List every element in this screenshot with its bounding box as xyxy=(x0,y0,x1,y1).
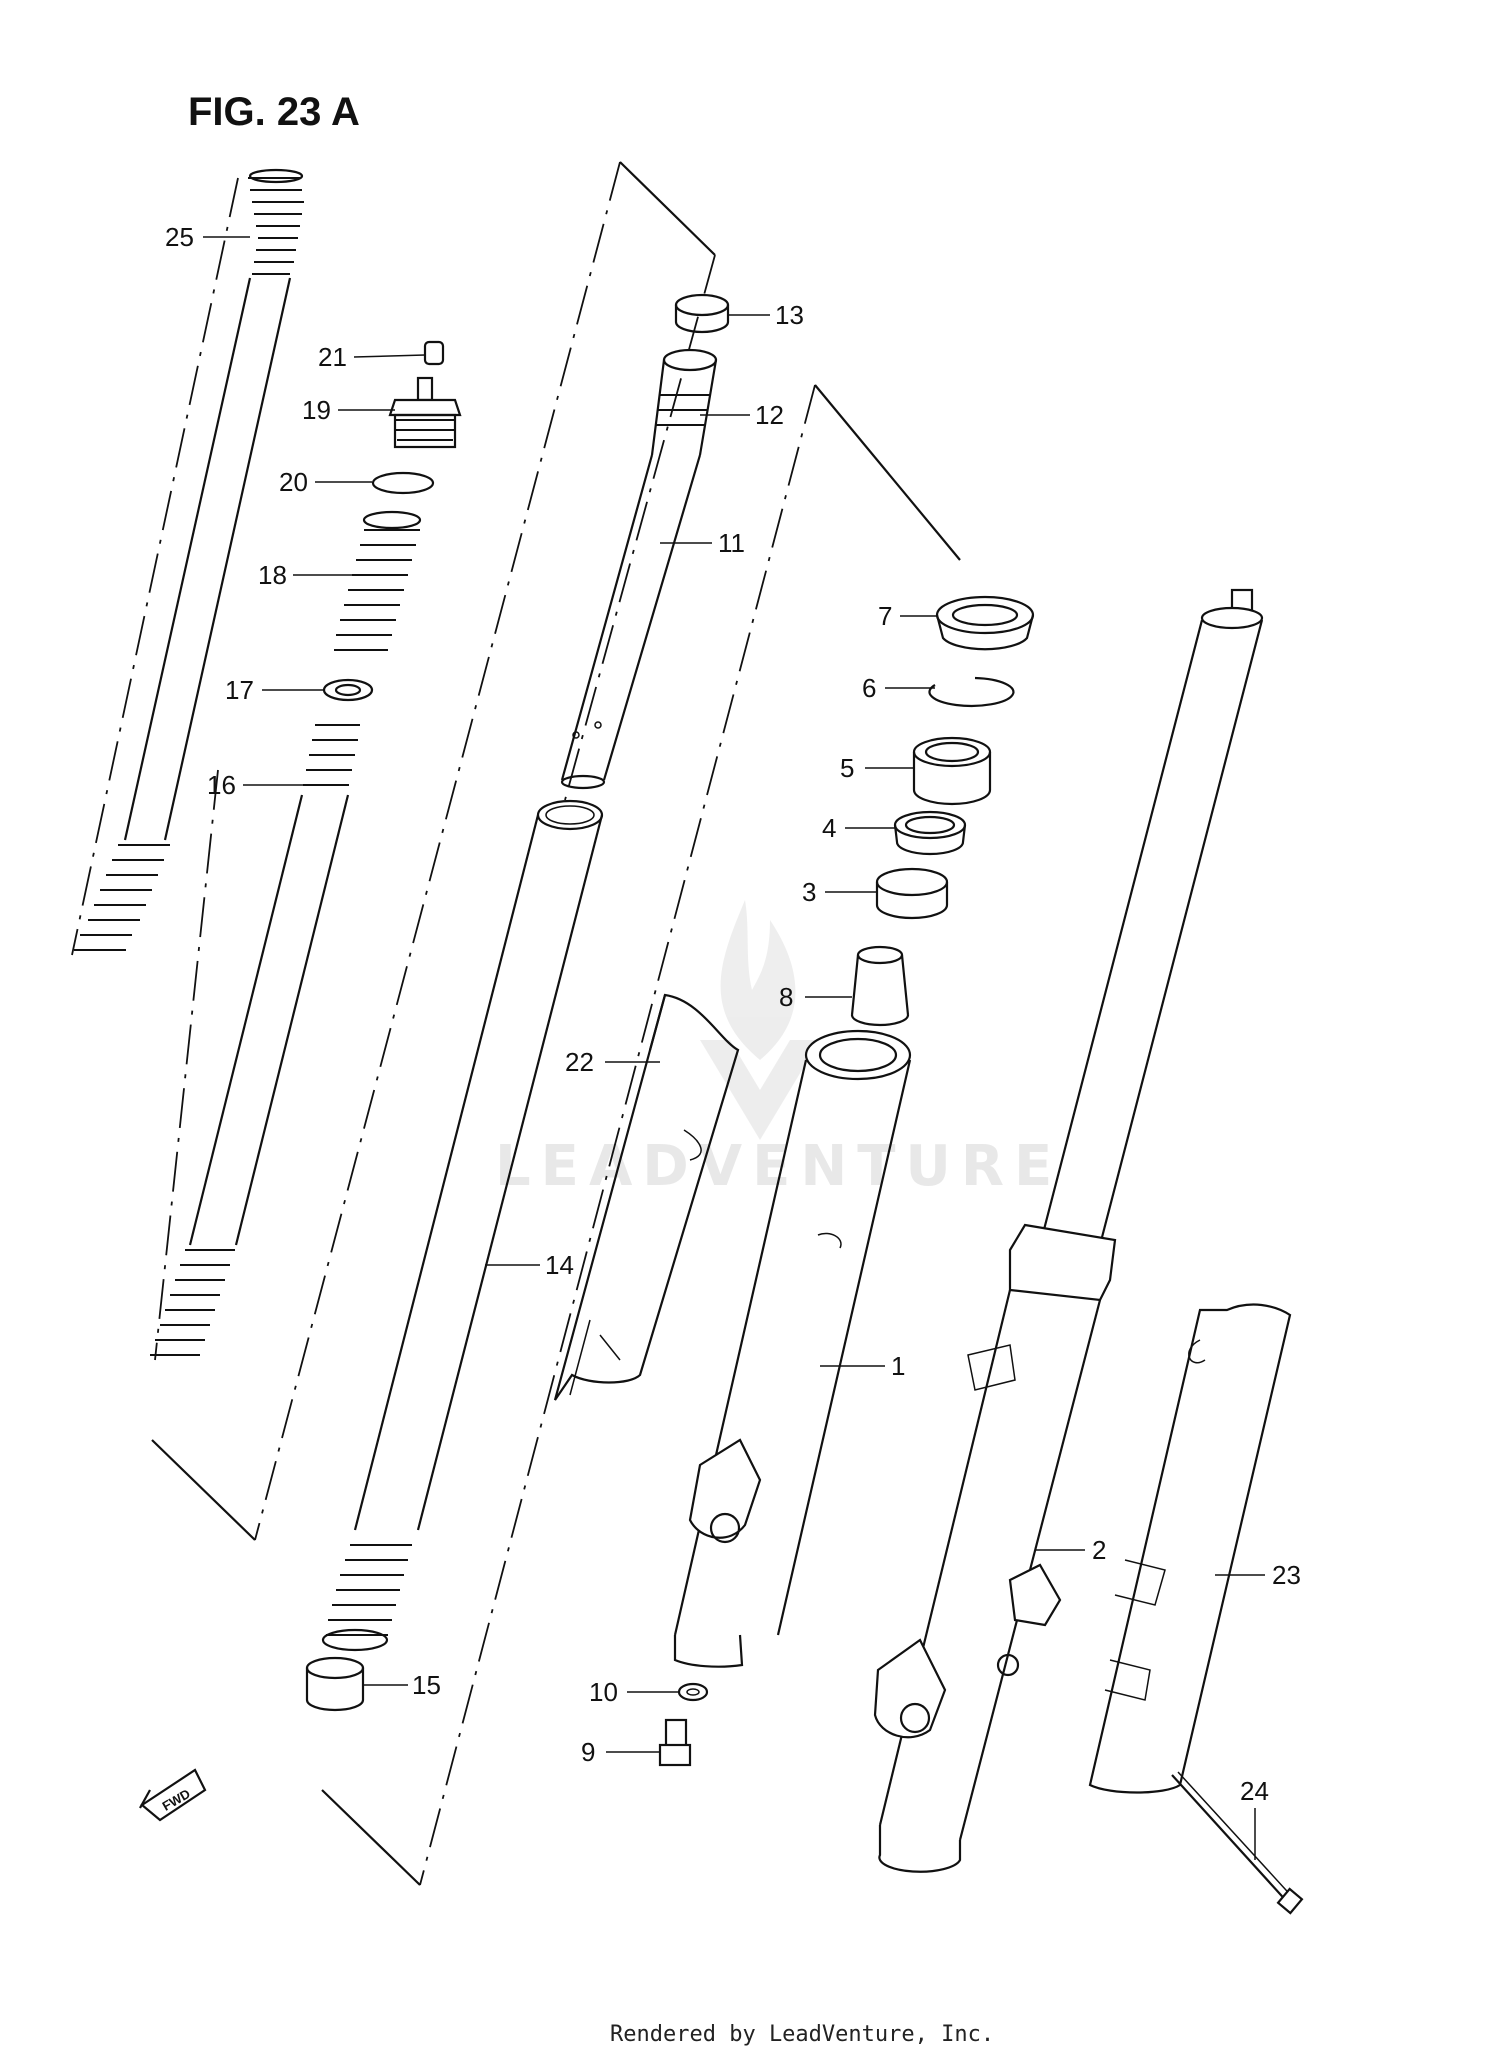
callout-17: 17 xyxy=(225,675,254,705)
oil-lock-piece-part-8 xyxy=(850,945,910,1027)
spring-part-18 xyxy=(334,510,422,651)
valve-cap-part-21 xyxy=(423,340,445,366)
fork-assembly-part-2 xyxy=(873,588,1264,1873)
callout-20: 20 xyxy=(279,467,308,497)
callout-labels: 25 21 19 20 18 17 16 13 12 11 7 6 5 4 3 … xyxy=(165,222,1301,1806)
washer-part-4 xyxy=(893,810,967,856)
callout-5: 5 xyxy=(840,753,854,783)
callout-22: 22 xyxy=(565,1047,594,1077)
bushing-part-3 xyxy=(875,867,949,920)
callout-21: 21 xyxy=(318,342,347,372)
fork-guard-left-part-22 xyxy=(553,993,740,1401)
callout-15: 15 xyxy=(412,1670,441,1700)
washer-part-17 xyxy=(322,678,374,702)
circlip-part-6 xyxy=(928,676,1015,708)
dust-seal-part-7 xyxy=(935,595,1035,651)
callout-7: 7 xyxy=(878,601,892,631)
ring-part-13 xyxy=(674,293,730,334)
callout-14: 14 xyxy=(545,1250,574,1280)
fork-spring-part-25 xyxy=(74,168,304,951)
callout-9: 9 xyxy=(581,1737,595,1767)
callout-23: 23 xyxy=(1272,1560,1301,1590)
callout-6: 6 xyxy=(862,673,876,703)
o-ring-part-20 xyxy=(371,471,435,495)
damper-rod-part-11-12 xyxy=(560,348,718,790)
callout-10: 10 xyxy=(589,1677,618,1707)
callout-8: 8 xyxy=(779,982,793,1012)
leader-lines xyxy=(203,236,1265,1860)
callout-13: 13 xyxy=(775,300,804,330)
callout-4: 4 xyxy=(822,813,836,843)
washer-part-10 xyxy=(677,1682,709,1702)
fork-guard-right-part-23 xyxy=(1088,1303,1292,1794)
watermark-text: LEADVENTURE xyxy=(495,1134,1062,1199)
footer-credit: Rendered by LeadVenture, Inc. xyxy=(610,2022,994,2047)
figure-title: FIG. 23 A xyxy=(188,90,360,134)
callout-1: 1 xyxy=(891,1351,905,1381)
outer-tube-left-part-1 xyxy=(673,1029,912,1668)
callout-3: 3 xyxy=(802,877,816,907)
callout-25: 25 xyxy=(165,222,194,252)
callout-12: 12 xyxy=(755,400,784,430)
bushing-part-15 xyxy=(305,1656,365,1712)
cable-tie-part-24 xyxy=(1171,1771,1304,1915)
fwd-direction-badge: FWD xyxy=(139,1768,207,1822)
callout-24: 24 xyxy=(1240,1776,1269,1806)
drain-bolt-part-9 xyxy=(658,1718,692,1767)
inner-tube-part-14 xyxy=(321,799,604,1652)
callout-2: 2 xyxy=(1092,1535,1106,1565)
assembly-outline-right xyxy=(419,384,961,1886)
spring-spacer-part-16 xyxy=(150,724,360,1356)
callout-16: 16 xyxy=(207,770,236,800)
assembly-outline-left xyxy=(71,177,256,1541)
callout-18: 18 xyxy=(258,560,287,590)
callout-19: 19 xyxy=(302,395,331,425)
oil-seal-part-5 xyxy=(912,736,992,806)
assembly-outline-center xyxy=(254,161,716,1886)
callout-11: 11 xyxy=(718,528,745,558)
leadventure-watermark: LEADVENTURE xyxy=(495,900,1062,1199)
cap-bolt-part-19 xyxy=(388,376,462,449)
